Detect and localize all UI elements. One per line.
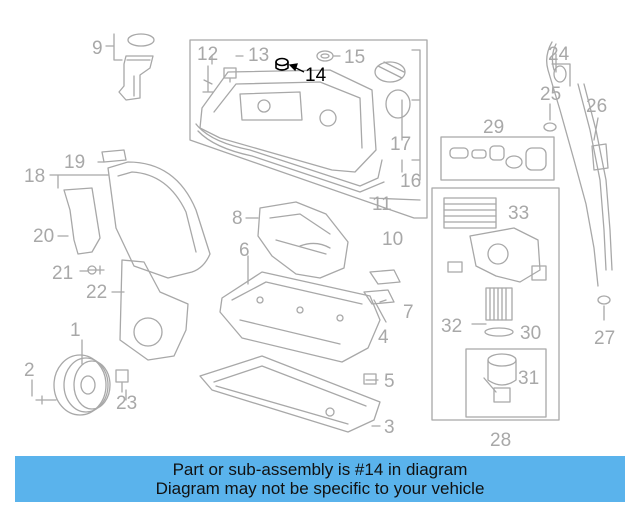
callout-13: 13 (248, 45, 269, 66)
info-banner: Part or sub-assembly is #14 in diagram D… (15, 456, 625, 502)
callout-22: 22 (86, 282, 107, 303)
dipstick-part (546, 41, 599, 287)
banner-line-1: Part or sub-assembly is #14 in diagram (172, 460, 468, 479)
oil-filter-element-part (484, 287, 514, 337)
oil-cooler-part (443, 197, 497, 229)
callout-14: 14 (305, 65, 327, 86)
timing-cover-part (107, 161, 211, 279)
filter-cap-box (465, 348, 547, 418)
dipstick-tube-part (577, 83, 613, 271)
upper-oil-pan-part (219, 271, 381, 363)
callout-1: 1 (70, 320, 81, 341)
bolt-part-2 (35, 395, 57, 405)
oil-pan-part (199, 355, 381, 433)
callout-18: 18 (24, 166, 45, 187)
callout-8: 8 (232, 208, 243, 229)
breather-bolt-part (202, 65, 214, 93)
callout-6: 6 (239, 240, 250, 261)
valve-cover-part (195, 69, 385, 193)
intake-manifold-part (257, 201, 349, 279)
callout-15: 15 (344, 47, 365, 68)
seal-ring-part-27 (597, 295, 611, 305)
callout-7: 7 (403, 302, 414, 323)
callout-16: 16 (400, 171, 421, 192)
cover-part-20 (63, 187, 101, 255)
callout-21: 21 (52, 263, 73, 284)
seal-ring-part-15 (316, 50, 334, 62)
gasket-set-part (449, 145, 547, 171)
bracket-part-7 (369, 269, 401, 285)
callout-4: 4 (378, 327, 389, 348)
gasket-set-box (440, 136, 555, 181)
drain-plug-part-5 (363, 373, 377, 385)
seal-cap-part-14 (275, 57, 289, 71)
parts-diagram: 9 12 13 14 15 17 16 19 18 11 8 10 20 6 2… (24, 33, 615, 451)
callout-25: 25 (540, 84, 561, 105)
callout-24: 24 (548, 44, 570, 65)
callout-2: 2 (24, 360, 35, 381)
callout-19: 19 (64, 152, 85, 173)
sensor-part-23 (115, 369, 129, 393)
callout-29: 29 (483, 117, 504, 138)
crank-pulley-part (53, 354, 111, 416)
callout-30: 30 (520, 323, 541, 344)
callout-33: 33 (508, 203, 529, 224)
oil-filter-housing-group-box (431, 187, 560, 421)
lower-cover-part-22 (119, 259, 189, 361)
callout-23: 23 (116, 393, 137, 414)
filter-cap-part (487, 353, 517, 403)
seal-ring-part-25 (543, 122, 557, 132)
callout-27: 27 (594, 328, 615, 349)
callout-20: 20 (33, 226, 54, 247)
callout-5: 5 (384, 371, 395, 392)
callout-10: 10 (382, 229, 403, 250)
callout-11: 11 (372, 194, 392, 215)
cover-bracket-part-19 (101, 149, 127, 163)
callout-31: 31 (518, 368, 539, 389)
callout-9: 9 (92, 38, 103, 59)
callout-17: 17 (390, 134, 411, 155)
screw-part-13 (223, 67, 237, 83)
callout-32: 32 (441, 316, 462, 337)
bracket-part-4 (363, 289, 395, 305)
oil-filler-cap-part (374, 61, 411, 119)
oil-level-sensor-part (118, 33, 155, 101)
callout-3: 3 (384, 417, 395, 438)
leader-lines (31, 33, 605, 427)
oil-filter-housing-part (447, 227, 547, 283)
bolt-part-21 (87, 265, 105, 275)
callout-28: 28 (490, 430, 511, 451)
callout-12: 12 (197, 44, 218, 65)
valve-cover-group-box (189, 39, 428, 219)
callout-26: 26 (586, 96, 607, 117)
banner-line-2: Diagram may not be specific to your vehi… (155, 479, 485, 498)
